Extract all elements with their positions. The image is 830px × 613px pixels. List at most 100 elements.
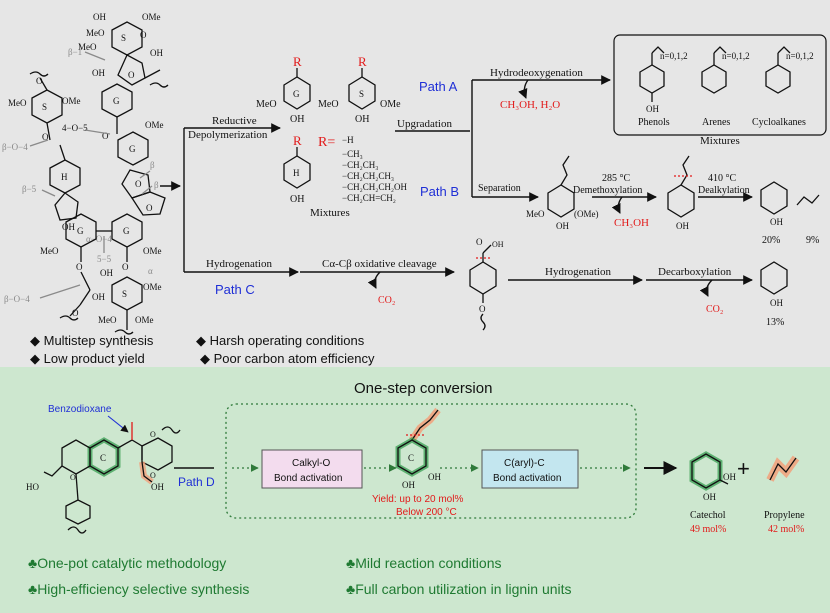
lignin-label-beta-2: β bbox=[154, 180, 159, 190]
path-b-meo: MeO bbox=[526, 209, 545, 219]
cycloalkanes-label: Cycloalkanes bbox=[752, 117, 806, 128]
lignin-o-8: O bbox=[76, 262, 83, 272]
bottom-panel bbox=[0, 367, 830, 613]
yield-line2: Below 200 °C bbox=[396, 507, 457, 518]
path-c-hydrogenation2-label: Hydrogenation bbox=[545, 266, 611, 278]
substrate-o-2: O bbox=[150, 471, 156, 480]
drawback-2: ◆ Low product yield bbox=[30, 351, 145, 366]
oxidative-cleavage-label: Cα-Cβ oxidative cleavage bbox=[322, 258, 437, 270]
advantage-0: ♣One-pot catalytic methodology bbox=[28, 555, 226, 571]
intermediate-ring-c: C bbox=[408, 453, 414, 463]
lignin-ring-g-3: G bbox=[77, 226, 84, 236]
temp-410: 410 °C bbox=[708, 173, 736, 184]
separation-label: Separation bbox=[478, 183, 521, 194]
propylene-label: Propylene bbox=[764, 510, 805, 521]
drawback-3: ◆ Poor carbon atom efficiency bbox=[200, 351, 375, 366]
substrate-ring-c: C bbox=[100, 453, 106, 463]
phenol-oh: OH bbox=[646, 104, 659, 114]
lignin-ring-g-2: G bbox=[129, 144, 136, 154]
catechol-oh-2: OH bbox=[703, 492, 716, 502]
lignin-ome-5: OMe bbox=[143, 282, 162, 292]
advantage-2: ♣High-efficiency selective synthesis bbox=[28, 581, 249, 597]
path-a-products: OH n=0,1,2 Phenols n=0,1,2 Arenes n=0,1,… bbox=[638, 46, 814, 128]
phenol-yield: 20% bbox=[762, 235, 780, 246]
lignin-label-alpha: α bbox=[148, 266, 153, 276]
catechol-label: Catechol bbox=[690, 510, 726, 521]
mixture-oh-3: OH bbox=[290, 194, 304, 205]
path-b-oh-1: OH bbox=[556, 221, 569, 231]
reductive-label: Reductive Depolymerization bbox=[188, 115, 268, 141]
catechol-yield: 49 mol% bbox=[690, 524, 726, 535]
path-b-propylphenol: OH bbox=[667, 155, 695, 231]
lignin-label-a04: α−O−4 bbox=[86, 234, 112, 244]
lignin-o-10: O bbox=[72, 308, 79, 318]
catechol-oh-1: OH bbox=[723, 472, 736, 482]
phenols-label: Phenols bbox=[638, 117, 670, 128]
path-b-phenol: OH 20% 9% bbox=[760, 181, 820, 246]
yield-line1: Yield: up to 20 mol% bbox=[372, 494, 463, 505]
path-b-guaiacol: MeO (OMe) OH bbox=[526, 155, 599, 231]
plus-sign: + bbox=[737, 456, 750, 481]
phenol-n: n=0,1,2 bbox=[660, 51, 688, 61]
lignin-meo-5: MeO bbox=[98, 315, 117, 325]
cycloalkane-n: n=0,1,2 bbox=[786, 51, 814, 61]
upgradation-label: Upgradation bbox=[397, 118, 452, 130]
advantages-list: ♣One-pot catalytic methodology ♣Mild rea… bbox=[28, 555, 572, 597]
path-c-oh-2: OH bbox=[770, 298, 783, 308]
hydrodeoxygenation-label: Hydrodeoxygenation bbox=[490, 67, 583, 79]
propene-yield: 9% bbox=[806, 235, 819, 246]
lignin-ring-g-4: G bbox=[123, 226, 130, 236]
lignin-o-9: O bbox=[122, 262, 129, 272]
path-c-o-1: O bbox=[476, 237, 483, 247]
lignin-ring-s-bottom: S bbox=[122, 289, 127, 299]
substrate-ho: HO bbox=[26, 482, 39, 492]
path-c-o-2: O bbox=[479, 304, 486, 314]
caryl-line1: C(aryl)-C bbox=[504, 458, 545, 469]
one-step-title: One-step conversion bbox=[354, 380, 492, 397]
lignin-label-b04-left: β−O−4 bbox=[2, 142, 28, 152]
path-c-hydrogenation-label: Hydrogenation bbox=[206, 258, 272, 270]
lignin-o-5: O bbox=[102, 131, 109, 141]
substituent-3: −CH₂CH₂CH₃ bbox=[342, 171, 394, 181]
lignin-label-b04-bottom: β−O−4 bbox=[4, 294, 30, 304]
mixture-ring-h: H bbox=[293, 168, 300, 178]
lignin-meo-2: MeO bbox=[78, 42, 97, 52]
arene-n: n=0,1,2 bbox=[722, 51, 750, 61]
temp-285: 285 °C bbox=[602, 173, 630, 184]
path-c-yield: 13% bbox=[766, 317, 784, 328]
mixture-r-equals: R= bbox=[318, 135, 335, 150]
mixture-oh-1: OH bbox=[290, 114, 304, 125]
substituent-4: −CH₂CH₂CH₂OH bbox=[342, 182, 407, 192]
demethoxylation-label: Demethoxylation bbox=[573, 185, 642, 196]
lignin-ome-3: OMe bbox=[145, 120, 164, 130]
mixture-r-2: R bbox=[358, 54, 367, 69]
mixture-oh-2: OH bbox=[355, 114, 369, 125]
caryl-box bbox=[481, 449, 579, 489]
dealkylation-label: Dealkylation bbox=[698, 185, 750, 196]
lignin-label-beta-1: β bbox=[150, 160, 155, 170]
path-a-label: Path A bbox=[419, 79, 458, 94]
drawback-1: ◆ Harsh operating conditions bbox=[196, 333, 365, 348]
arenes-label: Arenes bbox=[702, 117, 730, 128]
advantage-3: ♣Full carbon utilization in lignin units bbox=[346, 581, 572, 597]
lignin-ome-1: OMe bbox=[142, 12, 161, 22]
path-c-label: Path C bbox=[215, 282, 255, 297]
path-b-byproduct: CH₃OH bbox=[614, 217, 649, 229]
lignin-ring-g-1: G bbox=[113, 96, 120, 106]
lignin-oh-2: OH bbox=[150, 48, 163, 58]
drawbacks-list: ◆ Multistep synthesis ◆ Harsh operating … bbox=[30, 333, 375, 366]
mixture-ring-s: S bbox=[359, 89, 364, 99]
decarboxylation-label: Decarboxylation bbox=[658, 266, 732, 278]
substrate-o-3: O bbox=[70, 473, 76, 482]
intermediate-propenyl-catechol: C OH OH bbox=[395, 407, 441, 490]
mixtures-label: Mixtures bbox=[310, 207, 350, 219]
path-c-co2: CO₂ bbox=[378, 295, 395, 306]
lignin-ome-6: OMe bbox=[135, 315, 154, 325]
path-c-phenol: OH 13% bbox=[760, 261, 788, 328]
path-b-oh-2: OH bbox=[676, 221, 689, 231]
path-a-byproduct: CH₃OH, H₂O bbox=[500, 99, 560, 111]
path-c-co2b: CO₂ bbox=[706, 304, 723, 315]
products-box bbox=[613, 34, 827, 136]
